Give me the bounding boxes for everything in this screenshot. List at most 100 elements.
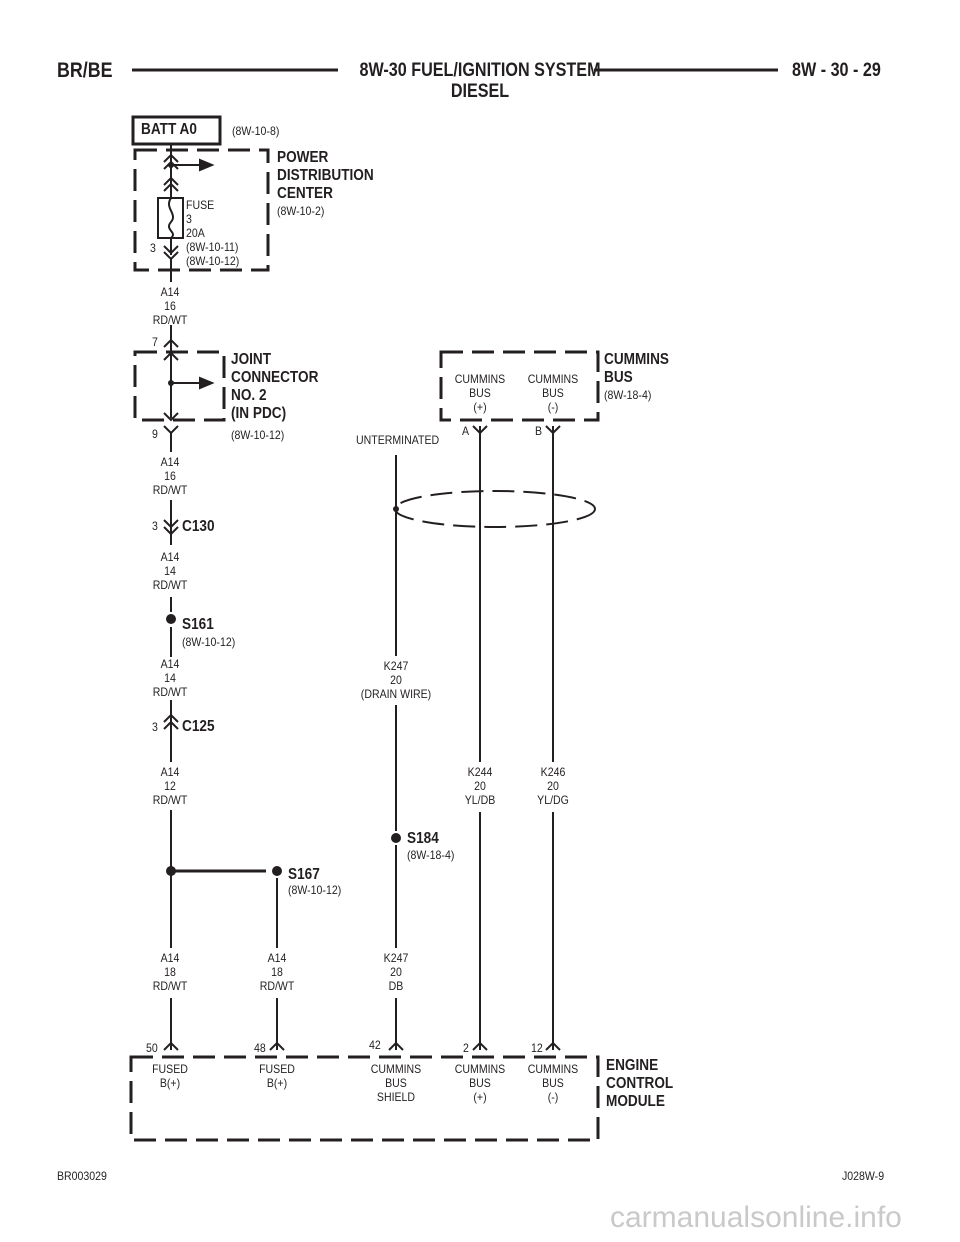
header-left: BR/BE <box>57 59 113 82</box>
c125-name: C125 <box>182 718 215 735</box>
unterminated-label: UNTERMINATED <box>356 433 440 447</box>
ecm-pin-12-label-3: (-) <box>547 1090 559 1104</box>
pdc-name-3: CENTER <box>277 185 333 202</box>
fuse-pin: 3 <box>150 241 156 255</box>
drain-color: (DRAIN WIRE) <box>360 687 432 701</box>
joint-name-2: CONNECTOR <box>231 369 319 386</box>
k247b-circuit: K247 <box>383 951 409 965</box>
wire4-circuit: A14 <box>160 657 180 671</box>
pdc-name-1: POWER <box>277 149 329 166</box>
wire6-gauge: 18 <box>164 965 176 979</box>
bus-neg-label-1: CUMMINS <box>527 372 579 386</box>
bus-pos-label-3: (+) <box>473 400 487 414</box>
header-page-number: 8W - 30 - 29 <box>792 60 881 81</box>
k244-circuit: K244 <box>467 765 493 779</box>
ecm-box <box>129 1055 600 1142</box>
ecm-name-2: CONTROL <box>606 1075 674 1092</box>
joint-connector-box <box>133 350 226 422</box>
shield-drain-dot <box>393 506 399 512</box>
s167-name: S167 <box>288 866 320 883</box>
s184-dot <box>391 833 401 843</box>
k244-color: YL/DB <box>464 793 496 807</box>
bus-pos-label-1: CUMMINS <box>454 372 506 386</box>
s161-ref: (8W-10-12) <box>182 635 236 649</box>
wire5-color: RD/WT <box>152 793 188 807</box>
footer-right: J028W-9 <box>842 1169 885 1183</box>
pdc-box <box>133 148 270 272</box>
wire3-color: RD/WT <box>152 578 188 592</box>
ecm-pin-50-label-2: B(+) <box>159 1076 181 1090</box>
watermark: carmanualsonline.info <box>610 1201 902 1234</box>
cummins-bus-name-1: CUMMINS <box>604 351 669 368</box>
header-title: 8W-30 FUEL/IGNITION SYSTEM <box>359 60 601 81</box>
ecm-pin-12-label-2: BUS <box>542 1076 564 1090</box>
joint-pin-in: 7 <box>152 335 158 349</box>
cummins-bus-box <box>439 350 600 422</box>
fuse-label-3: 20A <box>186 226 205 240</box>
joint-name-3: NO. 2 <box>231 387 267 404</box>
footer-left: BR003029 <box>57 1169 107 1183</box>
k246-color: YL/DG <box>537 793 569 807</box>
fuse-label-2: 3 <box>186 212 192 226</box>
joint-name-1: JOINT <box>231 351 272 368</box>
wire4-gauge: 14 <box>164 671 176 685</box>
bus-pin-a: A <box>462 424 470 438</box>
joint-ref: (8W-10-12) <box>231 428 285 442</box>
wire4-color: RD/WT <box>152 685 188 699</box>
bus-neg-label-3: (-) <box>547 400 559 414</box>
wire5-circuit: A14 <box>160 765 180 779</box>
fuse-label-1: FUSE <box>186 198 215 212</box>
wire3-gauge: 14 <box>164 564 176 578</box>
pdc-ref: (8W-10-2) <box>277 204 325 218</box>
s184-ref: (8W-18-4) <box>407 848 455 862</box>
batt-label: BATT A0 <box>141 121 197 138</box>
joint-name-4: (IN PDC) <box>231 405 287 422</box>
fuse-ref-1: (8W-10-11) <box>186 240 239 254</box>
ecm-pin-42-label-2: BUS <box>385 1076 407 1090</box>
ecm-pin-12-label-1: CUMMINS <box>527 1062 579 1076</box>
s161-dot <box>166 614 176 624</box>
k247b-color: DB <box>388 979 404 993</box>
wire1-circuit: A14 <box>160 285 180 299</box>
splice-dots <box>166 162 401 876</box>
bus-pin-b: B <box>535 424 543 438</box>
ecm-pin-50: 50 <box>146 1041 158 1055</box>
wire2-gauge: 16 <box>164 469 176 483</box>
drain-circuit: K247 <box>383 659 409 673</box>
pdc-name-2: DISTRIBUTION <box>277 167 374 184</box>
ecm-pin-2-label-1: CUMMINS <box>454 1062 506 1076</box>
s167-dot <box>272 866 282 876</box>
wire3-circuit: A14 <box>160 550 180 564</box>
wire7-color: RD/WT <box>259 979 295 993</box>
wire6-circuit: A14 <box>160 951 180 965</box>
batt-ref: (8W-10-8) <box>232 124 280 138</box>
k244-gauge: 20 <box>474 779 486 793</box>
k246-gauge: 20 <box>547 779 559 793</box>
wire7-gauge: 18 <box>271 965 283 979</box>
s167-ref: (8W-10-12) <box>288 883 342 897</box>
cummins-bus-name-2: BUS <box>604 369 633 386</box>
s161-name: S161 <box>182 616 214 633</box>
wire1-color: RD/WT <box>152 313 188 327</box>
bus-neg-label-2: BUS <box>542 386 564 400</box>
wire1-gauge: 16 <box>164 299 176 313</box>
ecm-name-3: MODULE <box>606 1093 665 1110</box>
s167-left-dot <box>166 866 176 876</box>
wire2-color: RD/WT <box>152 483 188 497</box>
ecm-pin-2: 2 <box>463 1041 469 1055</box>
k246-circuit: K246 <box>540 765 566 779</box>
wire2-circuit: A14 <box>160 455 180 469</box>
wire6-color: RD/WT <box>152 979 188 993</box>
wire7-circuit: A14 <box>267 951 287 965</box>
joint-pin-out: 9 <box>152 427 158 441</box>
ecm-pin-2-label-3: (+) <box>473 1090 487 1104</box>
cummins-bus-ref: (8W-18-4) <box>604 388 652 402</box>
header-subtitle: DIESEL <box>450 81 510 102</box>
fuse-ref-2: (8W-10-12) <box>186 254 240 268</box>
k247b-gauge: 20 <box>390 965 402 979</box>
ecm-pin-42-label-1: CUMMINS <box>370 1062 422 1076</box>
ecm-pin-2-label-2: BUS <box>469 1076 491 1090</box>
c125-pin: 3 <box>152 720 158 734</box>
wire5-gauge: 12 <box>164 779 176 793</box>
